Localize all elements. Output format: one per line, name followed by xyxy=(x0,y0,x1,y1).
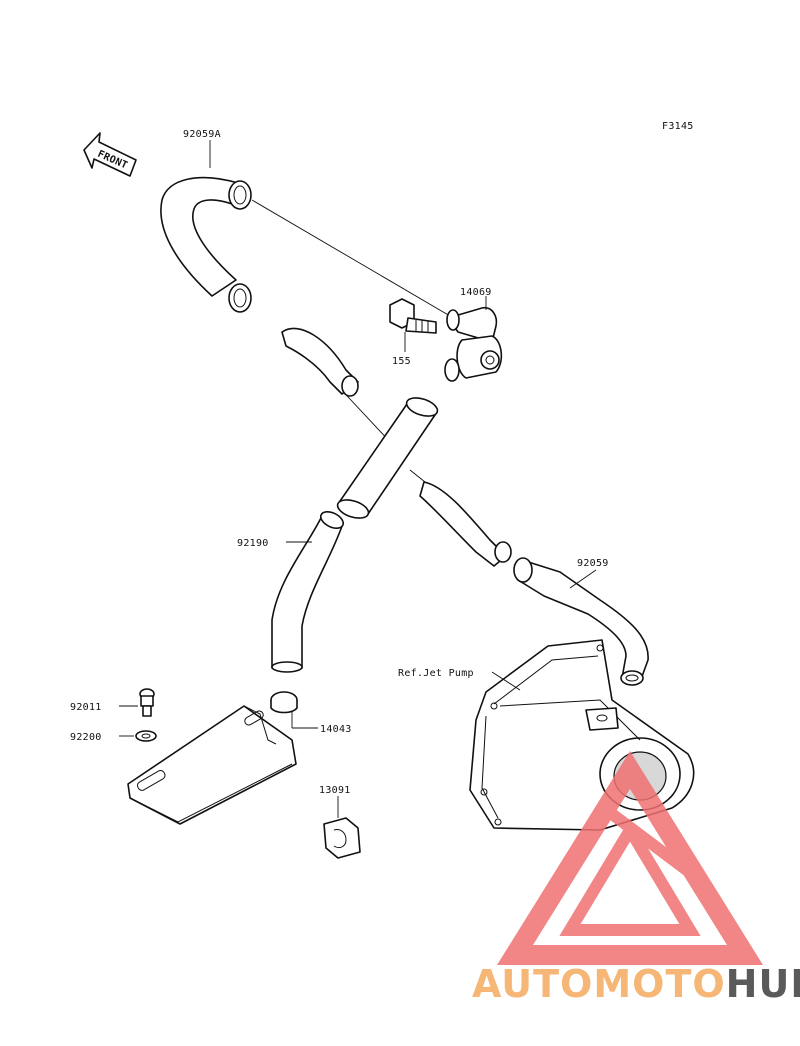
front-arrow-icon: FRONT xyxy=(83,132,137,177)
label-92011: 92011 xyxy=(70,702,102,713)
clamp-13091 xyxy=(323,817,361,859)
bolt-92011 xyxy=(139,688,155,717)
label-ref-jet-pump: Ref.Jet Pump xyxy=(398,668,474,679)
watermark-text-automoto: AUTOMOTO xyxy=(472,962,726,1006)
label-92059a: 92059A xyxy=(183,129,221,140)
label-13091: 13091 xyxy=(319,785,351,796)
label-92190: 92190 xyxy=(237,538,269,549)
cover-14043 xyxy=(127,705,297,825)
figure-code: F3145 xyxy=(662,121,694,132)
hose-92059a xyxy=(160,176,252,313)
bolt-155 xyxy=(389,298,437,334)
washer-92200 xyxy=(135,730,157,742)
label-92059: 92059 xyxy=(577,558,609,569)
joint-14069 xyxy=(444,306,503,382)
hose-92059 xyxy=(513,557,649,686)
watermark-logo-icon xyxy=(497,751,763,965)
hose-right-elbow xyxy=(419,481,512,567)
hose-92190 xyxy=(271,510,345,673)
label-14069: 14069 xyxy=(460,287,492,298)
label-155: 155 xyxy=(392,356,411,367)
watermark-text-hub: HUB xyxy=(725,962,800,1006)
label-14043: 14043 xyxy=(320,724,352,735)
watermark-text: AUTOMOTOHUB xyxy=(472,962,800,1006)
hose-short-upper xyxy=(281,327,359,397)
grommet xyxy=(270,691,298,714)
label-92200: 92200 xyxy=(70,732,102,743)
hose-straight-diagonal xyxy=(336,397,439,519)
